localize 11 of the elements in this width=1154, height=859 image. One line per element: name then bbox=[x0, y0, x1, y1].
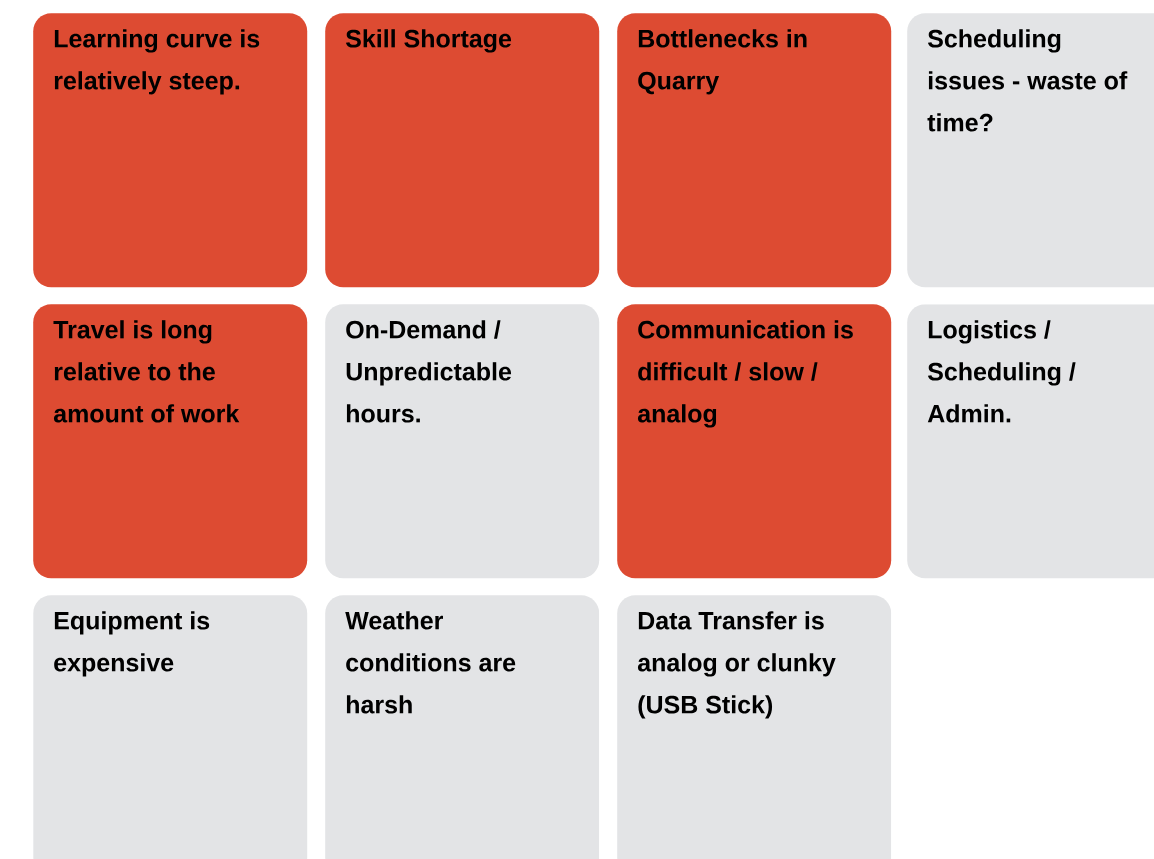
sticky-note: Learning curve is relatively steep. bbox=[33, 13, 308, 288]
sticky-note: Data Transfer is analog or clunky (USB Stick) bbox=[617, 595, 892, 859]
sticky-note: Scheduling issues - waste of time? bbox=[907, 13, 1154, 288]
sticky-note: Equipment is expensive bbox=[33, 595, 308, 859]
sticky-note: Logistics / Scheduling / Admin. bbox=[907, 304, 1154, 579]
sticky-note: Travel is long relative to the amount of work bbox=[33, 304, 308, 579]
sticky-note: Bottlenecks in Quarry bbox=[617, 13, 892, 288]
sticky-note: Communication is difficult / slow / analog bbox=[617, 304, 892, 579]
sticky-note: On-Demand / Unpredictable hours. bbox=[325, 304, 600, 579]
sticky-note: Skill Shortage bbox=[325, 13, 600, 288]
sticky-note: Weather conditions are harsh bbox=[325, 595, 600, 859]
